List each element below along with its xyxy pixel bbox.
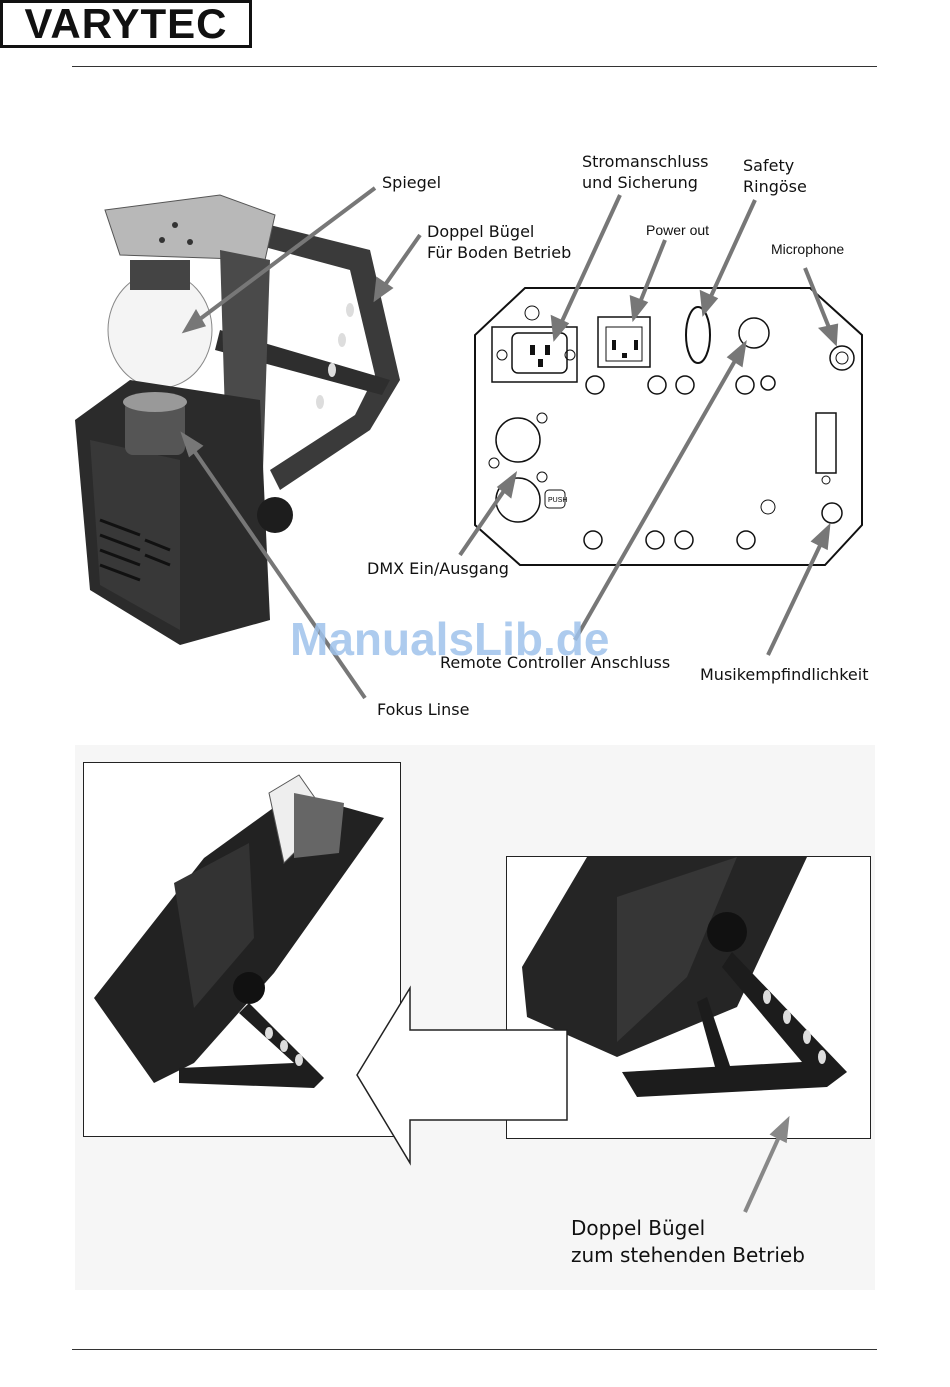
label-doppel-buegel-stehend: Doppel Bügel zum stehenden Betrieb — [571, 1215, 805, 1269]
footer-rule — [72, 1349, 877, 1350]
